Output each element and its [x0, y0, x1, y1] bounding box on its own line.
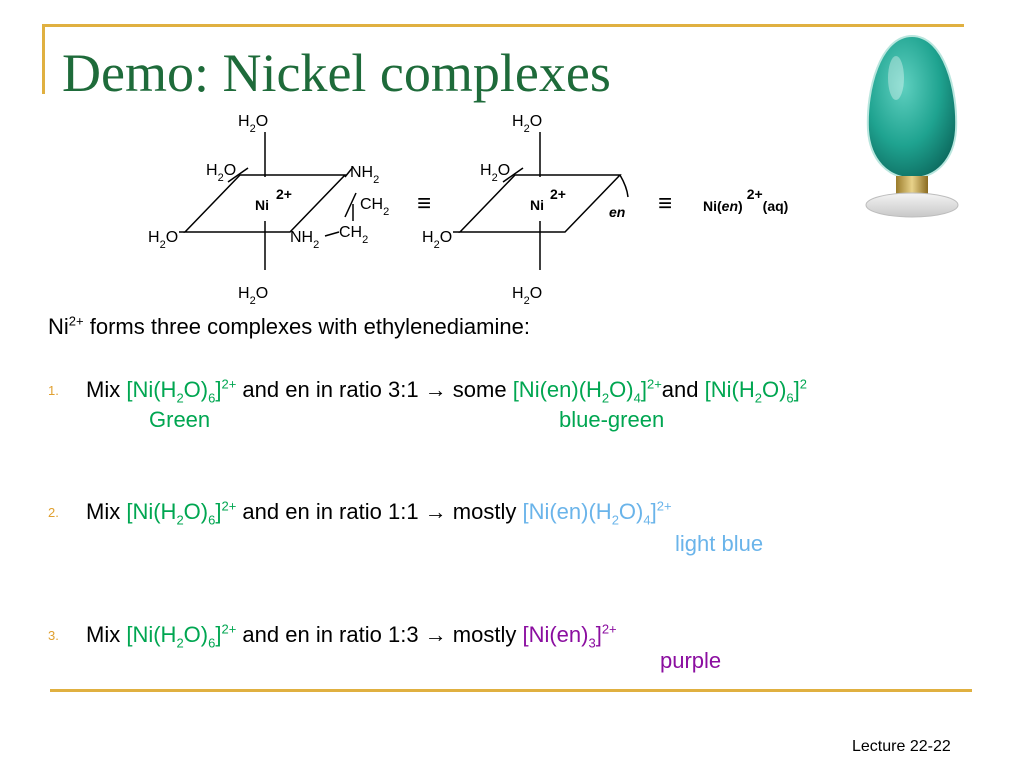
bottle-egg-body: [866, 34, 958, 180]
water-ligand-top: H2O: [512, 113, 542, 135]
formula-ni-h2o6: [Ni(H2O)6]2: [704, 376, 808, 406]
amine-upper: NH2: [350, 164, 379, 186]
title-frame-left-rule: [42, 24, 45, 94]
nickel-center: Ni: [530, 197, 544, 213]
equatorial-plane: [458, 174, 622, 233]
water-ligand-bottom: H2O: [238, 285, 268, 305]
water-ligand-top: H2O: [238, 113, 268, 135]
nickel-charge: 2+: [550, 186, 566, 202]
water-ligand-left-lower: H2O: [148, 229, 178, 251]
water-ligand-bottom: H2O: [512, 285, 542, 305]
intro-statement: Ni2+ forms three complexes with ethylene…: [48, 313, 530, 339]
formula-ni-en-h2o4: [Ni(en)(H2O)4]2+: [522, 498, 672, 528]
equivalence-symbol: ≡: [658, 190, 672, 217]
color-caption-blue-green: blue-green: [559, 407, 665, 432]
bond: [227, 167, 249, 183]
equatorial-plane: [183, 174, 347, 233]
bottle-highlight: [888, 56, 904, 100]
formula-ni-en-h2o4: [Ni(en)(H2O)4]2+: [512, 376, 662, 406]
list-number: 3.: [48, 628, 59, 643]
nickel-center: Ni: [255, 197, 269, 213]
methylene-lower: CH2: [339, 224, 368, 246]
list-item-text: Mix [Ni(H2O)6]2+ and en in ratio 1:3 → m…: [86, 621, 617, 651]
list-number: 1.: [48, 383, 59, 398]
bond: [502, 167, 524, 183]
bond: [344, 166, 354, 178]
color-caption-light-blue: light blue: [675, 531, 764, 556]
bottle-stem: [896, 176, 928, 196]
slide-title: Demo: Nickel complexes: [62, 43, 611, 103]
slide-footer-label: Lecture 22-22: [852, 738, 951, 755]
water-ligand-left-lower: H2O: [422, 229, 452, 251]
amine-lower: NH2: [290, 229, 319, 251]
color-caption-green: Green: [149, 407, 211, 432]
list-number: 2.: [48, 505, 59, 520]
color-caption-purple: purple: [660, 648, 722, 673]
en-chelate-arc: [619, 174, 629, 198]
formula-ni-h2o6: [Ni(H2O)6]2+: [126, 376, 237, 406]
equivalence-symbol: ≡: [417, 190, 431, 217]
list-item-text: Mix [Ni(H2O)6]2+ and en in ratio 3:1 → s…: [86, 376, 808, 406]
bottle-base: [865, 192, 959, 218]
condensed-formula: Ni(en)2+(aq): [703, 186, 788, 214]
methylene-upper: CH2: [360, 196, 389, 218]
nickel-charge: 2+: [276, 186, 292, 202]
footer-rule: [50, 689, 972, 692]
list-item-text: Mix [Ni(H2O)6]2+ and en in ratio 1:1 → m…: [86, 498, 672, 528]
bond: [324, 231, 340, 237]
water-ligand-left-upper: H2O: [206, 162, 236, 184]
water-ligand-left-upper: H2O: [480, 162, 510, 184]
formula-ni-h2o6: [Ni(H2O)6]2+: [126, 498, 237, 528]
en-ligand-label: en: [609, 204, 625, 220]
title-frame-top-rule: [42, 24, 964, 27]
bond: [344, 192, 357, 218]
nickel-salt-bottle-photo: [865, 34, 959, 218]
formula-ni-en3: [Ni(en)3]2+: [522, 621, 617, 651]
nickel-complex-structure-diagram: H2O H2O H2O H2O Ni 2+ NH2 CH2 NH2 CH2 ≡ …: [148, 113, 788, 305]
formula-ni-h2o6: [Ni(H2O)6]2+: [126, 621, 237, 651]
